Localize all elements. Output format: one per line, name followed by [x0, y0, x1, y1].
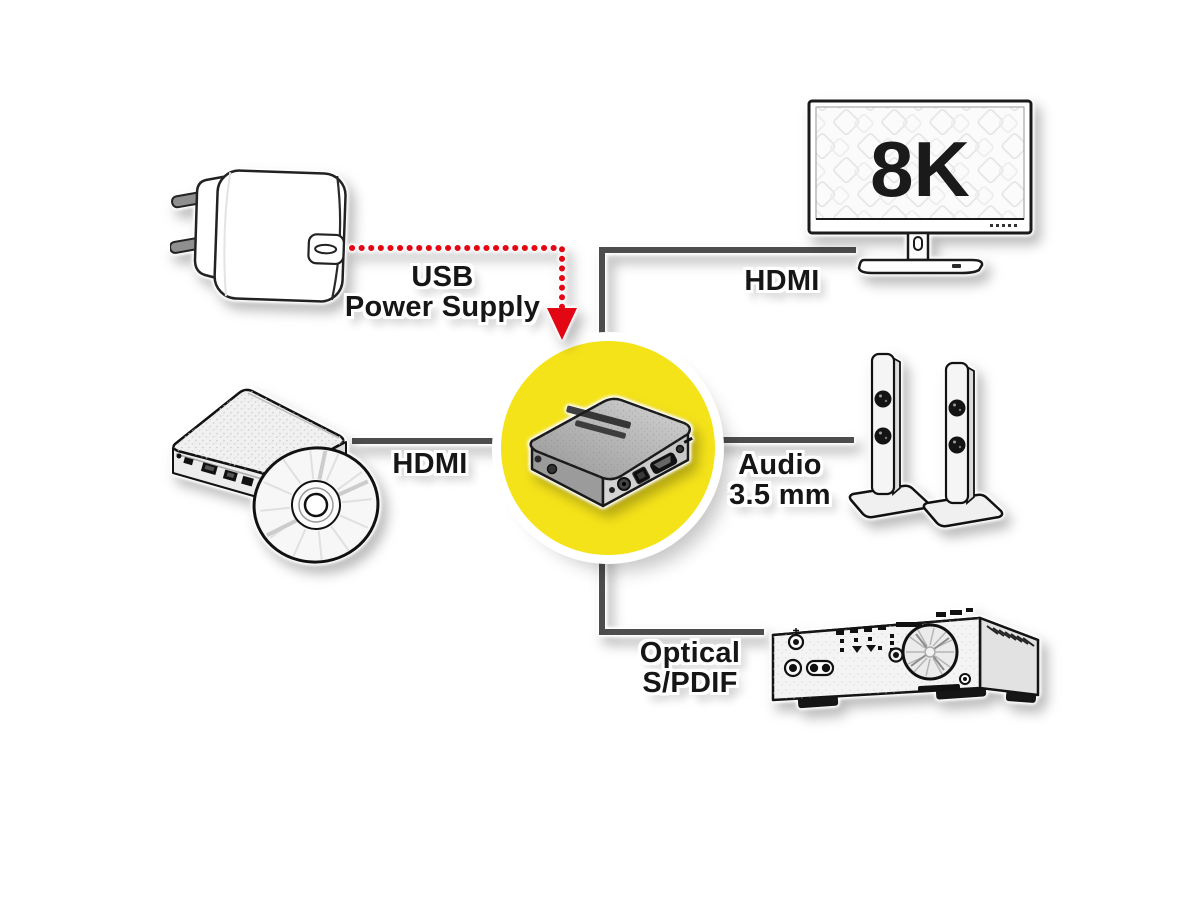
label-usb-line2: Power Supply	[344, 291, 541, 323]
av-amplifier-icon	[771, 608, 1040, 709]
hdmi-audio-extractor-icon	[529, 397, 693, 508]
display-badge-text: 8K	[870, 125, 970, 213]
label-audio-line1: Audio	[738, 449, 822, 481]
label-optical-spdif: Optical S/PDIF	[630, 638, 750, 698]
label-optical-line1: Optical	[639, 637, 741, 669]
label-usb-power-supply: USB Power Supply	[320, 262, 565, 322]
line-hub-to-receiver	[599, 542, 764, 635]
label-usb-line1: USB	[411, 261, 474, 293]
extractor-print-smudge	[566, 405, 631, 439]
label-hdmi-source: HDMI	[392, 448, 468, 480]
usb-power-adapter-icon	[170, 169, 347, 303]
hub-highlight-circle	[501, 341, 715, 555]
label-hdmi-display: HDMI	[744, 265, 820, 297]
dvd-disc-icon	[252, 446, 380, 564]
label-optical-line2: S/PDIF	[642, 667, 738, 699]
label-audio-line2: 3.5 mm	[729, 479, 831, 511]
label-audio-35mm: Audio 3.5 mm	[716, 450, 844, 510]
disc-player-with-dvd-icon	[172, 388, 380, 564]
stereo-tower-speakers-icon	[848, 352, 1004, 528]
8k-monitor-icon: 8K	[807, 99, 1033, 275]
